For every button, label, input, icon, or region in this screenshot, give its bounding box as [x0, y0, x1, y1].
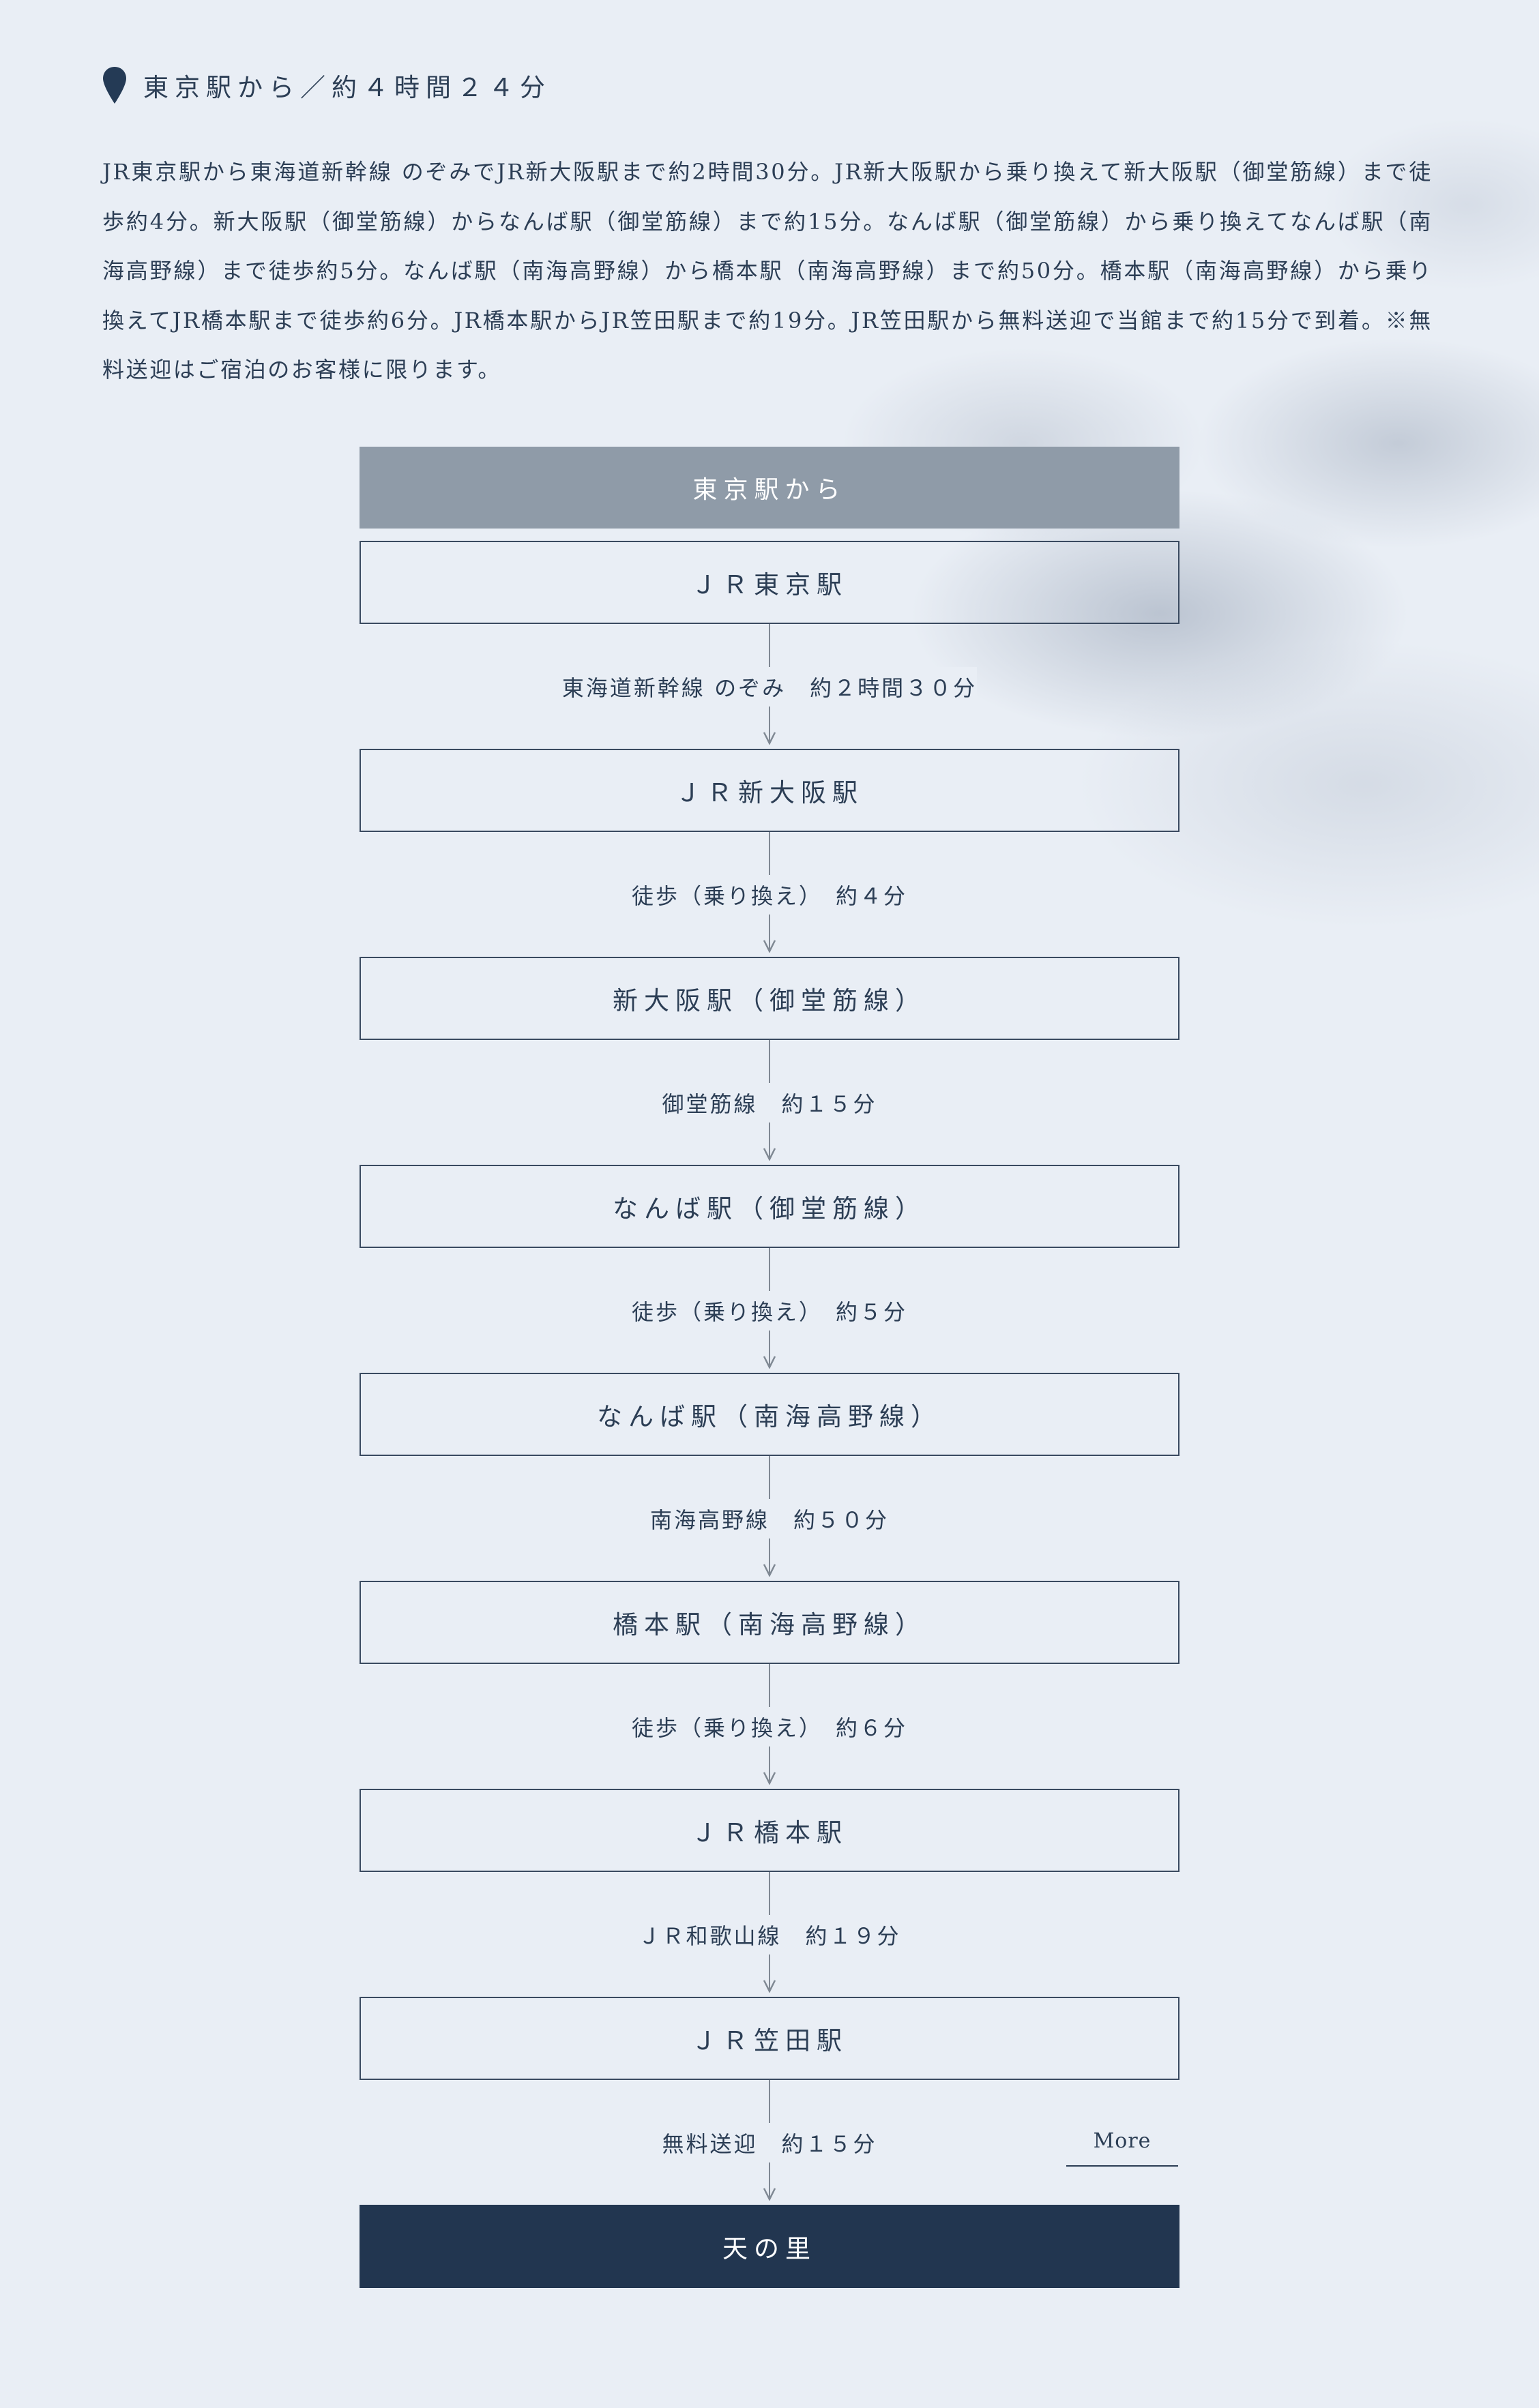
start-label-box: 東京駅から	[360, 447, 1179, 529]
route-connector: ＪＲ和歌山線 約１９分	[360, 1872, 1179, 1997]
station-name: なんば駅（南海高野線）	[597, 1402, 942, 1431]
segment-label: 徒歩（乗り換え） 約４分	[631, 875, 907, 915]
segment-label: 徒歩（乗り換え） 約５分	[631, 1291, 907, 1331]
arrow-down-icon	[763, 2188, 776, 2201]
segment-label: ＪＲ和歌山線 約１９分	[638, 1915, 901, 1954]
station-box: 橋本駅（南海高野線）	[360, 1581, 1179, 1664]
map-pin-icon	[103, 67, 126, 104]
station-box: ＪＲ橋本駅	[360, 1789, 1179, 1872]
start-label: 東京駅から	[692, 476, 847, 504]
route-connector: 無料送迎 約１５分	[360, 2080, 1179, 2205]
station-name: ＪＲ橋本駅	[691, 1818, 848, 1847]
segment-label: 徒歩（乗り換え） 約６分	[631, 1707, 907, 1746]
station-name: ＪＲ新大阪駅	[675, 778, 864, 807]
station-name: 橋本駅（南海高野線）	[613, 1610, 926, 1639]
route-connector: 徒歩（乗り換え） 約５分	[360, 1248, 1179, 1373]
station-name: 新大阪駅（御堂筋線）	[613, 986, 926, 1015]
destination-box: 天の里	[360, 2205, 1179, 2288]
station-name: なんば駅（御堂筋線）	[613, 1194, 926, 1223]
destination-label: 天の里	[722, 2234, 817, 2263]
station-box: ＪＲ笠田駅	[360, 1997, 1179, 2080]
segment-label: 南海高野線 約５０分	[649, 1499, 889, 1539]
station-box: ＪＲ新大阪駅	[360, 749, 1179, 832]
station-name: ＪＲ東京駅	[691, 570, 848, 599]
route-connector: 徒歩（乗り換え） 約６分	[360, 1664, 1179, 1789]
route-connector: 御堂筋線 約１５分	[360, 1040, 1179, 1165]
segment-label: 御堂筋線 約１５分	[662, 1083, 877, 1123]
route-flowchart: 東京駅から ＪＲ東京駅 東海道新幹線 のぞみ 約２時間３０分 ＪＲ新大阪駅 徒歩…	[360, 447, 1179, 2288]
arrow-down-icon	[763, 1356, 776, 1369]
arrow-down-icon	[763, 1148, 776, 1161]
arrow-down-icon	[763, 1980, 776, 1993]
station-name: ＪＲ笠田駅	[691, 2026, 848, 2055]
arrow-down-icon	[763, 1772, 776, 1785]
spacer	[360, 529, 1179, 541]
station-box: ＪＲ東京駅	[360, 541, 1179, 624]
route-connector: 東海道新幹線 のぞみ 約２時間３０分	[360, 624, 1179, 749]
arrow-down-icon	[763, 1564, 776, 1577]
more-link[interactable]: More	[1066, 2129, 1178, 2167]
route-description: JR東京駅から東海道新幹線 のぞみでJR新大阪駅まで約2時間30分。JR新大阪駅…	[102, 159, 1433, 383]
station-box: なんば駅（御堂筋線）	[360, 1165, 1179, 1248]
segment-label: 無料送迎 約１５分	[662, 2123, 877, 2162]
station-box: 新大阪駅（御堂筋線）	[360, 957, 1179, 1040]
arrow-down-icon	[763, 732, 776, 745]
arrow-down-icon	[763, 940, 776, 953]
route-connector: 徒歩（乗り換え） 約４分	[360, 832, 1179, 957]
route-title: 東京駅から／約４時間２４分	[143, 73, 551, 102]
station-box: なんば駅（南海高野線）	[360, 1373, 1179, 1456]
route-header: 東京駅から／約４時間２４分	[102, 63, 551, 108]
route-connector: 南海高野線 約５０分	[360, 1456, 1179, 1581]
segment-label: 東海道新幹線 のぞみ 約２時間３０分	[561, 667, 978, 707]
